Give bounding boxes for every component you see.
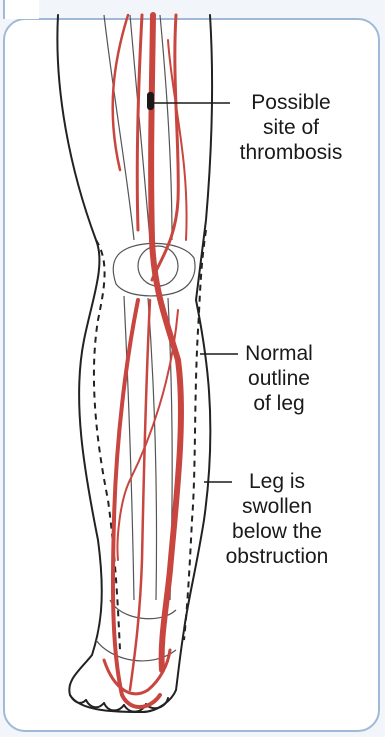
leg-outline bbox=[57, 15, 212, 712]
label-normal-outline: Normal outline of leg bbox=[224, 341, 334, 416]
label-thrombosis: Possible site of thrombosis bbox=[226, 90, 356, 165]
clot-marker bbox=[147, 92, 154, 110]
normal-leg-outline bbox=[94, 230, 206, 650]
label-swollen: Leg is swollen below the obstruction bbox=[206, 469, 348, 569]
blood-vessels bbox=[104, 15, 187, 707]
bones bbox=[96, 15, 195, 661]
